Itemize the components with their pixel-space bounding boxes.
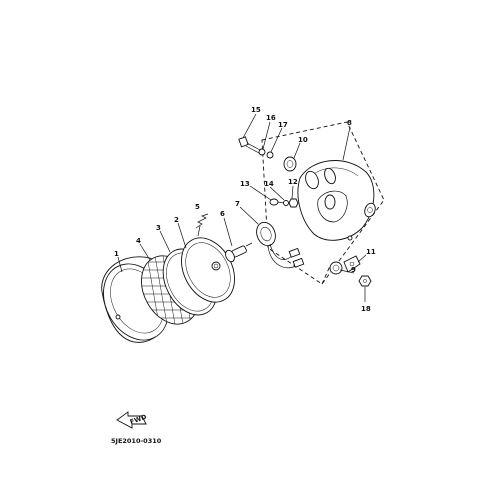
nut bbox=[288, 198, 299, 208]
bracket-nut bbox=[358, 275, 372, 287]
callout-13: 13 bbox=[240, 180, 250, 188]
grommet bbox=[283, 156, 297, 172]
callout-2: 2 bbox=[174, 216, 179, 224]
mounting-bolt bbox=[238, 136, 261, 154]
leader-lines bbox=[117, 113, 367, 302]
bracket-plate bbox=[343, 255, 361, 273]
callout-17: 17 bbox=[278, 121, 288, 129]
small-washer bbox=[283, 200, 289, 206]
damper bbox=[329, 261, 343, 275]
callout-6: 6 bbox=[220, 210, 225, 218]
fwd-arrow-icon: FWD bbox=[116, 411, 148, 429]
callout-4: 4 bbox=[136, 237, 141, 245]
callout-1: 1 bbox=[114, 250, 119, 258]
callout-16: 16 bbox=[266, 114, 276, 122]
callout-3: 3 bbox=[156, 224, 161, 232]
callout-8: 8 bbox=[347, 119, 352, 127]
drawing-code: 5JE2010-0310 bbox=[111, 437, 162, 445]
callout-11: 11 bbox=[366, 248, 376, 256]
washer bbox=[258, 148, 266, 156]
callout-5: 5 bbox=[195, 203, 200, 211]
callout-10: 10 bbox=[298, 136, 308, 144]
small-screw bbox=[269, 198, 285, 206]
callout-15: 15 bbox=[251, 106, 261, 114]
headlight-housing bbox=[297, 160, 376, 241]
spring-clip bbox=[195, 213, 209, 229]
headlight-bulb bbox=[225, 242, 253, 263]
callout-9: 9 bbox=[351, 266, 356, 274]
reflector bbox=[181, 237, 235, 303]
bulb-socket-cord bbox=[256, 221, 305, 269]
callout-7: 7 bbox=[235, 200, 240, 208]
callout-18: 18 bbox=[361, 305, 371, 313]
callout-12: 12 bbox=[288, 178, 298, 186]
callout-14: 14 bbox=[264, 180, 274, 188]
collar bbox=[266, 151, 274, 159]
